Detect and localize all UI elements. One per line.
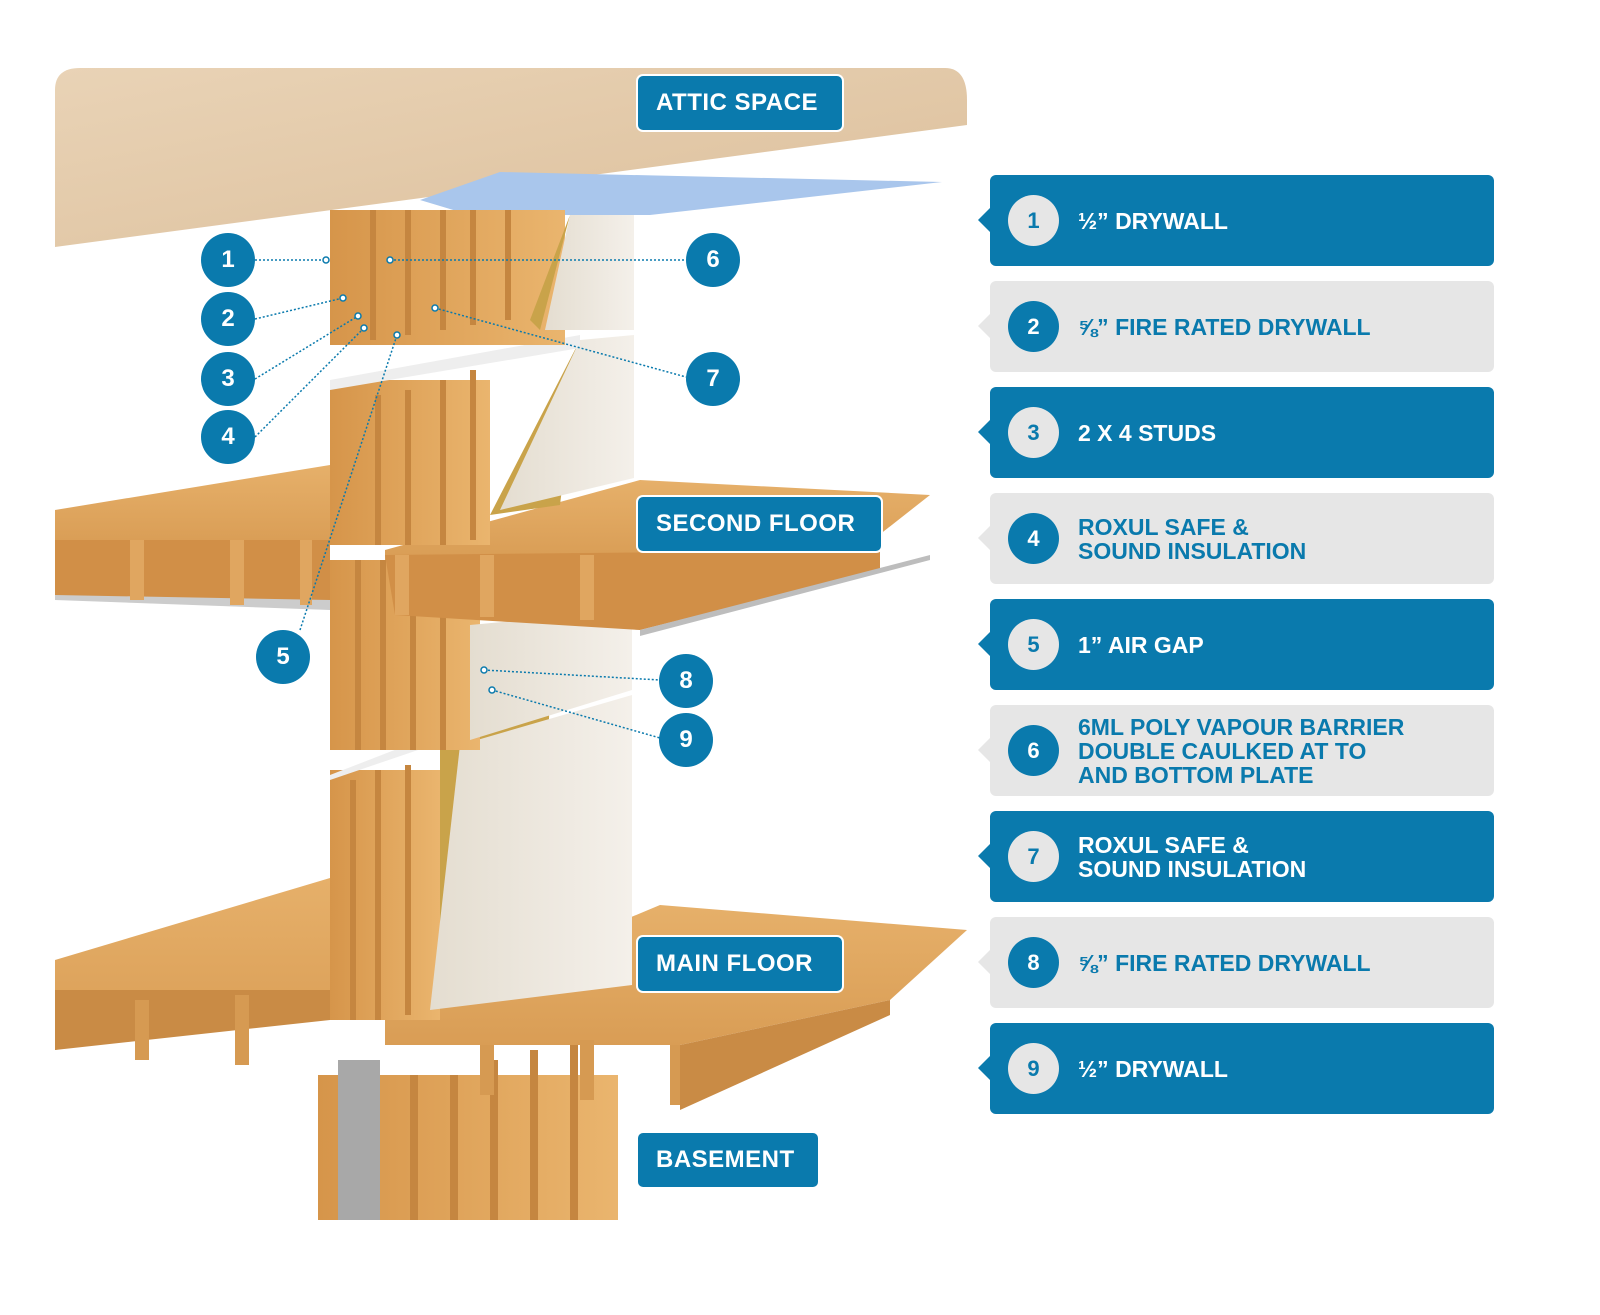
legend-number-badge: 2 (1008, 301, 1059, 352)
legend-number-badge: 8 (1008, 937, 1059, 988)
legend-text: ROXUL SAFE & SOUND INSULATION (1078, 513, 1307, 564)
callout-9: 9 (659, 713, 713, 767)
callout-8: 8 (659, 654, 713, 708)
legend-pointer (978, 844, 990, 868)
callout-7: 7 (686, 352, 740, 406)
legend-pointer (978, 950, 990, 974)
legend-number-badge: 9 (1008, 1043, 1059, 1094)
legend-text: ½” DRYWALL (1078, 1055, 1228, 1082)
basement-wall (318, 1040, 618, 1220)
second-floor-label: SECOND FLOOR (638, 497, 881, 551)
legend-item-6: 6 6ML POLY VAPOUR BARRIER DOUBLE CAULKED … (978, 705, 1494, 796)
legend-number-badge: 3 (1008, 407, 1059, 458)
legend-text: ROXUL SAFE & SOUND INSULATION (1078, 831, 1307, 882)
legend-item-5: 5 1” AIR GAP (978, 599, 1494, 690)
leader-lines (254, 259, 687, 739)
legend-text: ⅝” FIRE RATED DRYWALL (1078, 313, 1371, 340)
legend-item-2: 2 ⅝” FIRE RATED DRYWALL (978, 281, 1494, 372)
legend-text: 1” AIR GAP (1078, 631, 1204, 658)
legend-item-8: 8 ⅝” FIRE RATED DRYWALL (978, 917, 1494, 1008)
legend-pointer (978, 738, 990, 762)
legend-item-4: 4 ROXUL SAFE & SOUND INSULATION (978, 493, 1494, 584)
legend-item-7: 7 ROXUL SAFE & SOUND INSULATION (978, 811, 1494, 902)
legend-pointer (978, 420, 990, 444)
legend-item-1: 1 ½” DRYWALL (978, 175, 1494, 266)
attic-space-label: ATTIC SPACE (638, 76, 842, 130)
legend-pointer (978, 208, 990, 232)
legend-text: ⅝” FIRE RATED DRYWALL (1078, 949, 1371, 976)
legend-pointer (978, 1056, 990, 1080)
leader-dots (322, 256, 496, 694)
legend-text: 2 X 4 STUDS (1078, 419, 1217, 446)
legend-pointer (978, 526, 990, 550)
callout-3: 3 (201, 352, 255, 406)
legend-number-badge: 1 (1008, 195, 1059, 246)
legend-number-badge: 7 (1008, 831, 1059, 882)
callout-4: 4 (201, 410, 255, 464)
legend-text: ½” DRYWALL (1078, 207, 1228, 234)
main-floor-label: MAIN FLOOR (638, 937, 842, 991)
basement-label: BASEMENT (638, 1133, 818, 1187)
callout-5: 5 (256, 630, 310, 684)
legend-item-9: 9 ½” DRYWALL (978, 1023, 1494, 1114)
upper-wall (330, 335, 634, 545)
callout-6: 6 (686, 233, 740, 287)
legend-text: 6ML POLY VAPOUR BARRIER DOUBLE CAULKED A… (1078, 713, 1405, 788)
legend-pointer (978, 632, 990, 656)
callout-1: 1 (201, 233, 255, 287)
callout-2: 2 (201, 292, 255, 346)
legend-number-badge: 4 (1008, 513, 1059, 564)
legend-number-badge: 5 (1008, 619, 1059, 670)
legend-item-3: 3 2 X 4 STUDS (978, 387, 1494, 478)
legend-pointer (978, 314, 990, 338)
legend-number-badge: 6 (1008, 725, 1059, 776)
